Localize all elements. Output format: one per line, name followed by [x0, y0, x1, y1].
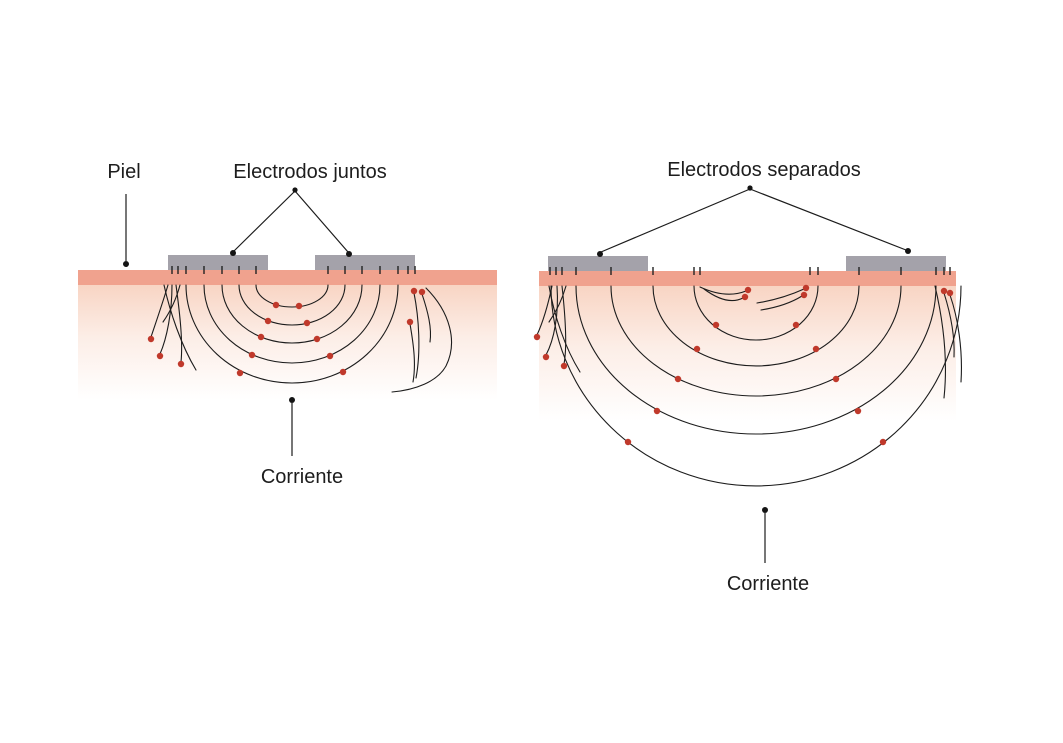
label-anchor-dot — [597, 251, 603, 257]
edge-field-lines-right — [934, 285, 962, 399]
electrodes-juntos-callout: Electrodos juntos — [230, 161, 387, 257]
current-label: Corriente — [261, 466, 343, 488]
edge-field-lines-right — [391, 287, 453, 393]
label-vertex-dot — [747, 185, 753, 191]
label-anchor-dot — [230, 250, 236, 256]
label-anchor-dot — [289, 397, 295, 403]
right-diagram: Electrodos separados Corriente — [533, 159, 962, 595]
corriente-callout-left: Corriente — [261, 397, 343, 488]
electrode-contact-ticks — [549, 267, 951, 275]
electrodes-separados-callout: Electrodos separados — [597, 159, 911, 257]
label-leader-line — [600, 188, 907, 253]
label-anchor-dot — [123, 261, 129, 267]
label-anchor-dot — [346, 251, 352, 257]
electrode-right — [846, 256, 946, 271]
current-direction-dots — [147, 287, 426, 377]
corriente-callout-right: Corriente — [727, 507, 809, 595]
label-anchor-dot — [905, 248, 911, 254]
piel-callout: Piel — [107, 161, 141, 267]
left-diagram: Piel Electrodos juntos Corriente — [78, 161, 497, 488]
edge-field-lines-left — [536, 285, 581, 373]
tissue-depth-gradient — [539, 286, 956, 421]
electrode-right — [315, 255, 415, 270]
label-vertex-dot — [292, 187, 298, 193]
skin-label: Piel — [107, 161, 140, 183]
label-leader-line — [233, 190, 349, 253]
shallow-field-lines — [699, 286, 805, 311]
current-label: Corriente — [727, 573, 809, 595]
electrode-contact-ticks — [171, 266, 416, 274]
edge-field-lines-left — [150, 284, 197, 371]
current-field-lines — [185, 284, 399, 384]
skin-layer — [539, 271, 956, 286]
electrodes-label: Electrodos juntos — [233, 161, 386, 183]
label-anchor-dot — [762, 507, 768, 513]
current-field-lines — [550, 285, 962, 487]
skin-layer — [78, 270, 497, 285]
electrodes-label: Electrodos separados — [667, 159, 860, 181]
current-direction-dots — [533, 284, 954, 446]
electrode-left — [548, 256, 648, 271]
electrode-left — [168, 255, 268, 270]
